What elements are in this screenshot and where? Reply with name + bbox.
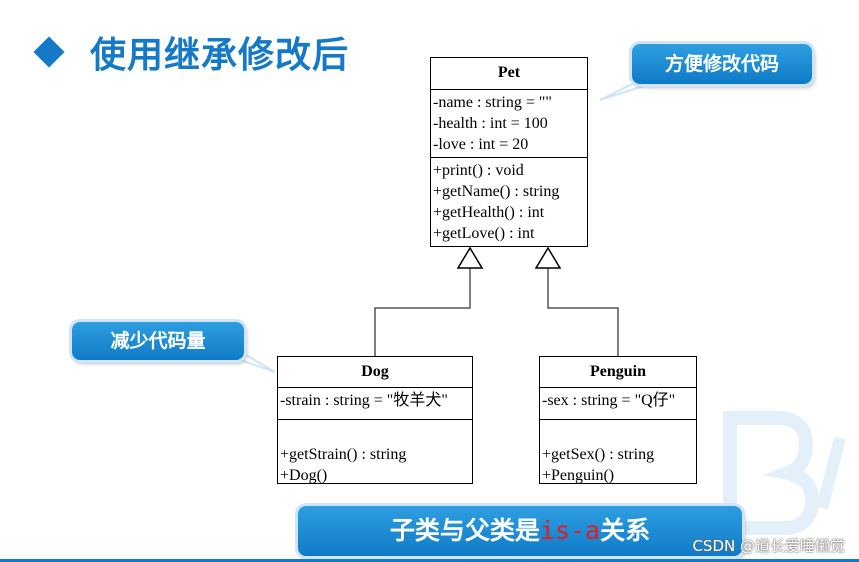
banner-highlight: is-a bbox=[539, 516, 601, 545]
bottom-rule bbox=[0, 559, 859, 562]
class-method: +print() : void bbox=[433, 162, 524, 179]
dog-inherit-line bbox=[374, 268, 471, 356]
title-text: 使用继承修改后 bbox=[90, 35, 350, 76]
class-pet-name: Pet bbox=[431, 58, 587, 90]
class-method: +getStrain() : string bbox=[280, 446, 407, 463]
class-attribute: -name : string = "" bbox=[433, 94, 552, 111]
class-method: +getSex() : string bbox=[542, 446, 655, 463]
penguin-inherit-arrow bbox=[534, 246, 562, 269]
dog-inherit-arrow bbox=[456, 246, 484, 269]
penguin-inherit-line bbox=[547, 268, 619, 356]
class-pet: Pet -name : string = "" -health : int = … bbox=[430, 57, 588, 247]
callout-easy-modify: 方便修改代码 bbox=[632, 44, 812, 84]
watermark-text: CSDN @道长爱睡懒觉 bbox=[692, 537, 845, 555]
class-dog-methods: +getStrain() : string +Dog() bbox=[278, 420, 472, 488]
class-attribute: -love : int = 20 bbox=[433, 136, 529, 153]
class-dog-attributes: -strain : string = "牧羊犬" bbox=[278, 388, 472, 420]
banner-suffix: 关系 bbox=[600, 516, 651, 545]
class-penguin-attributes: -sex : string = "Q仔" bbox=[540, 388, 696, 420]
class-method: +getHealth() : int bbox=[433, 204, 545, 221]
class-penguin-name: Penguin bbox=[540, 357, 696, 388]
class-penguin: Penguin -sex : string = "Q仔" +getSex() :… bbox=[539, 356, 697, 484]
class-method: +Dog() bbox=[280, 467, 328, 484]
class-dog-name: Dog bbox=[278, 357, 472, 388]
class-penguin-methods: +getSex() : string +Penguin() bbox=[540, 420, 696, 488]
class-pet-attributes: -name : string = "" -health : int = 100 … bbox=[431, 90, 587, 158]
callout-reduce-code: 减少代码量 bbox=[72, 322, 244, 360]
banner-prefix: 子类与父类是 bbox=[389, 516, 540, 545]
watermark-logo-icon bbox=[723, 411, 846, 535]
is-a-banner: 子类与父类是is-a关系 bbox=[298, 506, 742, 556]
class-dog: Dog -strain : string = "牧羊犬" +getStrain(… bbox=[277, 356, 473, 484]
class-method: +getLove() : int bbox=[433, 225, 535, 242]
class-method: +getName() : string bbox=[433, 183, 560, 200]
class-attribute: -health : int = 100 bbox=[433, 115, 548, 132]
class-method: +Penguin() bbox=[542, 467, 615, 484]
class-attribute: -sex : string = "Q仔" bbox=[542, 392, 676, 409]
slide-title: 使用继承修改后 bbox=[33, 22, 350, 82]
class-pet-methods: +print() : void +getName() : string +get… bbox=[431, 158, 587, 246]
class-attribute: -strain : string = "牧羊犬" bbox=[280, 392, 448, 409]
